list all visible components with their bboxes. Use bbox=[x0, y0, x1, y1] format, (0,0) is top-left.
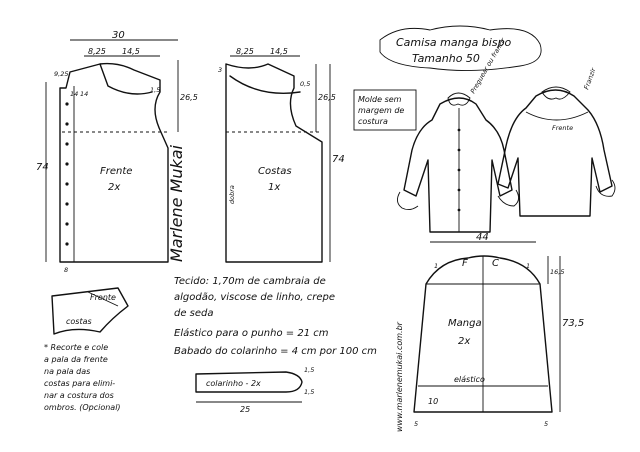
shirt-back-cuff bbox=[595, 179, 616, 197]
costas-dim-3: 3 bbox=[218, 66, 222, 74]
recorte-l2: a pala da frente bbox=[44, 355, 108, 364]
shirt-front-illustration: Preguear ou franzir bbox=[397, 36, 519, 233]
sleeve-elastic: elástico bbox=[454, 375, 485, 384]
fabric-l2: algodão, viscose de linho, crepe bbox=[174, 292, 335, 303]
costas-dim-265: 26,5 bbox=[318, 93, 336, 102]
frente-outline bbox=[59, 62, 169, 263]
costas-outline bbox=[225, 63, 323, 263]
shirt-back-ruffle bbox=[541, 86, 571, 100]
frente-pattern: 30 8,25 14,5 9,25 14 14 1,5 26,5 74 8 Fr… bbox=[36, 30, 198, 274]
sleeve-dim-1a: 1 bbox=[434, 262, 438, 270]
collar-label: colarinho - 2x bbox=[206, 379, 261, 388]
note-top: Molde sem margem de costura bbox=[353, 89, 417, 131]
sleeve-dim-735: 73,5 bbox=[562, 318, 584, 329]
shirt-back-yoke bbox=[525, 111, 589, 121]
costas-label: Costas bbox=[258, 166, 292, 177]
sleeve-qty: 2x bbox=[458, 336, 470, 347]
yoke-frente: Frente bbox=[90, 293, 116, 302]
note-box bbox=[353, 89, 417, 131]
recorte-l3: na pala das bbox=[44, 367, 90, 376]
frente-sub2: 14,5 bbox=[122, 47, 140, 56]
shirt-back-franzir2: Franzir bbox=[582, 66, 598, 91]
title-bubble bbox=[379, 25, 542, 72]
recorte-l1: * Recorte e cole bbox=[44, 343, 108, 352]
signature: Marlene Mukai bbox=[167, 144, 186, 262]
yoke-outline bbox=[51, 287, 129, 335]
title-line1: Camisa manga bispo bbox=[396, 36, 512, 49]
frente-sub1: 8,25 bbox=[88, 47, 106, 56]
costas-dim-05: 0,5 bbox=[300, 80, 310, 88]
sleeve-dim-5a: 5 bbox=[414, 420, 418, 428]
costas-yoke-line bbox=[229, 75, 301, 94]
note-l2: margem de bbox=[358, 106, 404, 115]
note-l1: Molde sem bbox=[358, 95, 402, 104]
recorte-l5: nar a costura dos bbox=[44, 391, 114, 400]
fabric-l1: Tecido: 1,70m de cambraia de bbox=[174, 276, 326, 287]
recorte-l4: costas para elimi- bbox=[44, 379, 115, 388]
frente-dim-8: 8 bbox=[64, 266, 68, 274]
frente-buttons bbox=[65, 102, 69, 246]
sleeve-label: Manga bbox=[448, 318, 482, 329]
costas-fold-label: dobra bbox=[228, 185, 236, 204]
shirt-back-illustration: Frente Franzir bbox=[497, 66, 616, 217]
recorte-note: * Recorte e cole a pala da frente na pal… bbox=[44, 343, 121, 412]
collar-piece: colarinho - 2x 1,5 1,5 25 bbox=[195, 366, 314, 414]
sleeve-outline bbox=[413, 255, 553, 413]
sleeve-dim-1b: 1 bbox=[526, 262, 530, 270]
sleeve-C: C bbox=[492, 258, 499, 269]
fabric-l3: de seda bbox=[174, 308, 214, 319]
frente-qty: 2x bbox=[108, 182, 120, 193]
costas-sub1: 8,25 bbox=[236, 47, 254, 56]
yoke-cut bbox=[87, 291, 119, 307]
costas-pattern: 8,25 14,5 3 0,5 26,5 74 dobra Costas 1x bbox=[218, 47, 345, 263]
collar-outline bbox=[195, 371, 303, 393]
costas-qty: 1x bbox=[268, 182, 280, 193]
collar-dim-15b: 1,5 bbox=[304, 388, 314, 396]
title-block: Camisa manga bispo Tamanho 50 bbox=[379, 25, 542, 72]
sleeve-F: F bbox=[462, 258, 468, 269]
collar-width: 25 bbox=[240, 405, 250, 414]
title-line2: Tamanho 50 bbox=[412, 52, 480, 65]
fabric-l5: Babado do colarinho = 4 cm por 100 cm bbox=[174, 346, 377, 357]
frente-label: Frente bbox=[100, 166, 132, 177]
frente-yoke-line bbox=[99, 63, 153, 95]
sleeve-pattern: 44 F C 1 1 16,5 73,5 10 5 5 Manga 2x elá… bbox=[413, 232, 584, 428]
costas-sub2: 14,5 bbox=[270, 47, 288, 56]
frente-width: 30 bbox=[112, 30, 125, 41]
frente-dim-14b: 14 bbox=[80, 90, 88, 98]
shirt-front-cuff-left bbox=[397, 191, 419, 211]
shirt-front-cuff-right bbox=[497, 189, 519, 207]
shirt-back-frente: Frente bbox=[552, 124, 573, 132]
costas-dim-74: 74 bbox=[332, 154, 345, 165]
collar-dim-15a: 1,5 bbox=[304, 366, 314, 374]
fabric-notes: Tecido: 1,70m de cambraia de algodão, vi… bbox=[174, 276, 377, 357]
shirt-front-ruffle bbox=[447, 92, 471, 106]
frente-dim-15: 1,5 bbox=[150, 86, 160, 94]
frente-dim-265: 26,5 bbox=[180, 93, 198, 102]
frente-dim-74: 74 bbox=[36, 162, 49, 173]
sleeve-dim-165: 16,5 bbox=[550, 268, 564, 276]
sleeve-dim-5b: 5 bbox=[544, 420, 548, 428]
side-url: www.marlenemukai.com.br bbox=[395, 321, 404, 432]
shirt-back-body bbox=[497, 89, 613, 217]
fabric-l4: Elástico para o punho = 21 cm bbox=[174, 327, 329, 339]
shirt-front-body bbox=[403, 97, 513, 233]
sleeve-dim-10: 10 bbox=[428, 397, 438, 406]
yoke-costas: costas bbox=[66, 317, 92, 326]
recorte-l6: ombros. (Opcional) bbox=[44, 403, 121, 412]
frente-neck-dim: 9,25 bbox=[54, 70, 68, 78]
sleeve-width: 44 bbox=[476, 232, 489, 243]
note-l3: costura bbox=[358, 117, 388, 126]
yoke-piece: Frente costas bbox=[51, 287, 129, 335]
frente-dim-14a: 14 bbox=[70, 90, 78, 98]
